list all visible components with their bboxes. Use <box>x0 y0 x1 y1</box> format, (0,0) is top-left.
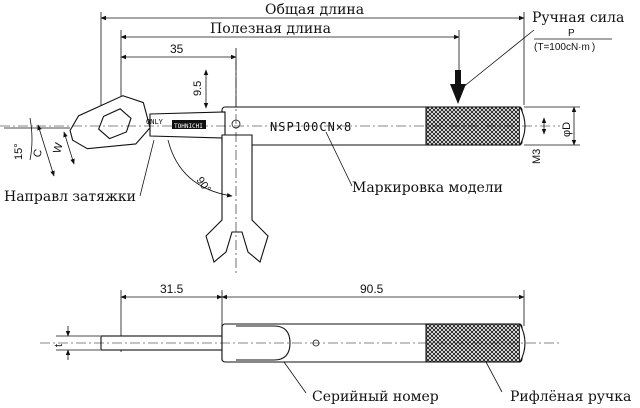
marking-only: ONLY <box>146 118 164 126</box>
effective-length-dimension: Полезная длина <box>120 21 460 115</box>
effective-length-label: Полезная длина <box>210 21 331 37</box>
t-label: t <box>53 344 65 347</box>
angle-15-label: 15° <box>13 143 25 160</box>
m3-label: M3 <box>531 149 543 164</box>
serial-number-label: Серийный номер <box>312 389 439 405</box>
thickness-dimension: t <box>53 326 100 360</box>
top-view: Общая длина Полезная длина 35 9.5 <box>0 2 624 275</box>
c-label: C <box>31 148 45 159</box>
diameter-dimension: φD M3 <box>524 106 580 164</box>
head-angle-dimensions: 15° C W <box>4 117 75 177</box>
knurled-grip-callout: Рифлёная ручка <box>485 361 631 405</box>
dimension-31-5-label: 31.5 <box>160 282 184 296</box>
model-marking-callout: Маркировка модели <box>325 131 503 196</box>
marking-model: NSP100CN×8 <box>270 120 352 134</box>
marking-brand: TOHNICHI <box>174 123 203 130</box>
manual-force-indicator: Ручная сила P (T=100cN·m ) <box>450 10 624 104</box>
dimension-35-label: 35 <box>170 42 184 56</box>
w-label: W <box>51 141 65 155</box>
overall-length-dimension: Общая длина <box>100 2 525 112</box>
angle-90-label: 90° <box>194 175 213 196</box>
side-view: 31.5 90.5 t <box>40 282 631 405</box>
spanner-head <box>69 95 151 150</box>
serial-number-callout: Серийный номер <box>283 361 439 405</box>
spanner-rotated <box>205 134 269 263</box>
phi-d-label: φD <box>561 122 573 137</box>
manual-force-label: Ручная сила <box>532 10 624 26</box>
force-symbol: P <box>568 28 575 39</box>
tightening-direction-callout: Направл затяжки <box>4 139 155 205</box>
tightening-direction-label: Направл затяжки <box>4 189 136 205</box>
torque-note: (T=100cN·m ) <box>534 42 595 53</box>
model-marking-label: Маркировка модели <box>352 180 503 196</box>
dimension-9-5: 9.5 <box>192 69 209 109</box>
dimension-9-5-label: 9.5 <box>192 81 204 96</box>
dimension-90-5-label: 90.5 <box>360 282 384 296</box>
handle-tube-top <box>221 106 526 146</box>
dimension-90-5: 90.5 <box>221 282 525 326</box>
overall-length-label: Общая длина <box>265 2 364 18</box>
knurled-grip-label: Рифлёная ручка <box>510 389 631 405</box>
